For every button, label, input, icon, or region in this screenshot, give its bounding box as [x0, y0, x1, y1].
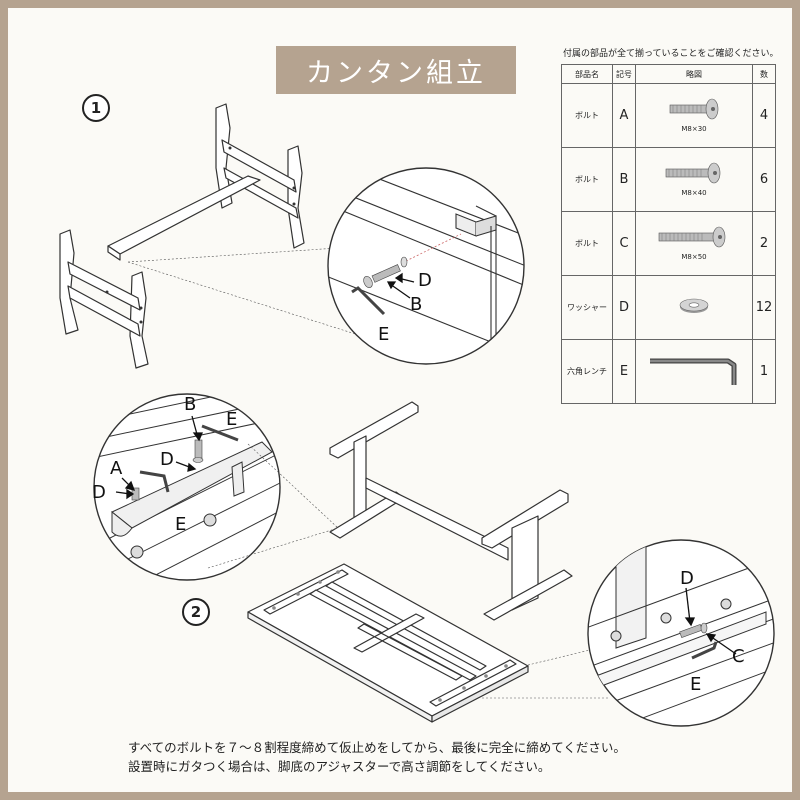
callout-washer-d: D: [680, 568, 694, 589]
part-size: M8×30: [681, 125, 707, 133]
table-row: ボルト A M8×30 4: [561, 83, 776, 148]
step-2-illustration: [207, 401, 608, 723]
callout-bolt-b: B: [184, 394, 197, 415]
tabletop-underside: [247, 563, 529, 723]
note-line: 設置時にガタつく場合は、脚底のアジャスターで高さ調節をしてください。: [128, 759, 551, 774]
table-row: ボルト B M8×40 6: [561, 147, 776, 212]
part-qty: 12: [752, 275, 776, 340]
part-code: B: [612, 147, 636, 212]
callout-washer-d: D: [418, 270, 432, 291]
part-code: D: [612, 275, 636, 340]
part-diagram: M8×40: [635, 147, 753, 212]
callout-washer-d: D: [92, 482, 106, 503]
part-qty: 1: [752, 339, 776, 404]
step-1-illustration: [59, 103, 369, 369]
top-rail-far: [329, 401, 419, 459]
part-code: C: [612, 211, 636, 276]
page-title: カンタン組立: [276, 46, 516, 94]
callout-washer-d: D: [160, 449, 174, 470]
part-name: ボルト: [561, 147, 613, 212]
washer-icon: [400, 256, 408, 268]
callout-wrench-e: E: [690, 674, 702, 695]
hex-wrench-icon: [650, 358, 737, 385]
note-line: すべてのボルトを７～８割程度締めて仮止めをしてから、最後に完全に締めてください。: [128, 740, 626, 755]
table-row: ボルト C M8×50 2: [561, 211, 776, 276]
instruction-notes: すべてのボルトを７～８割程度締めて仮止めをしてから、最後に完全に締めてください。…: [128, 738, 626, 776]
callout-wrench-e: E: [175, 514, 187, 535]
bolt-icon: [363, 264, 401, 289]
hex-wrench-icon: [691, 641, 718, 660]
bolt-icon: [669, 98, 719, 120]
parts-table: 部品名 記号 略図 数 ボルト A M8×30 4 ボルト: [561, 64, 776, 404]
part-diagram: M8×50: [635, 211, 753, 276]
zoom-detail-2: [93, 393, 281, 581]
top-rail-near: [481, 489, 569, 549]
hex-wrench-icon: [351, 286, 386, 316]
step-2-number: 2: [182, 598, 210, 626]
leg-far-right-upright: [287, 145, 305, 249]
step-1-number: 1: [82, 94, 110, 122]
part-name: ボルト: [561, 211, 613, 276]
callout-bolt-b: B: [410, 294, 423, 315]
zoom-detail-1: [327, 167, 525, 365]
table-row: 六角レンチ E 1: [561, 339, 776, 404]
callout-wrench-e: E: [226, 409, 238, 430]
part-qty: 6: [752, 147, 776, 212]
washer-icon: [679, 298, 709, 313]
parts-table-header: 部品名 記号 略図 数: [561, 64, 776, 84]
callout-wrench-e: E: [378, 324, 390, 345]
part-size: M8×40: [681, 189, 707, 197]
part-code: A: [612, 83, 636, 148]
bolt-icon: [665, 162, 721, 184]
instruction-sheet: カンタン組立 1 2 付属の部品が全て揃っていることをご確認ください。 部品名 …: [8, 8, 792, 792]
parts-caption: 付属の部品が全て揃っていることをご確認ください。: [563, 49, 779, 59]
zoom-detail-3: [587, 539, 775, 727]
hex-wrench-icon: [201, 424, 239, 442]
callout-bolt-a: A: [110, 458, 123, 479]
part-qty: 2: [752, 211, 776, 276]
part-name: ボルト: [561, 83, 613, 148]
part-qty: 4: [752, 83, 776, 148]
callout-bolt-c: C: [732, 646, 745, 667]
stretcher: [365, 477, 509, 561]
bolt-icon: [679, 622, 708, 638]
leg-near-left-upright: [59, 229, 79, 335]
part-size: M8×50: [681, 253, 707, 261]
bolt-icon: [658, 226, 726, 248]
